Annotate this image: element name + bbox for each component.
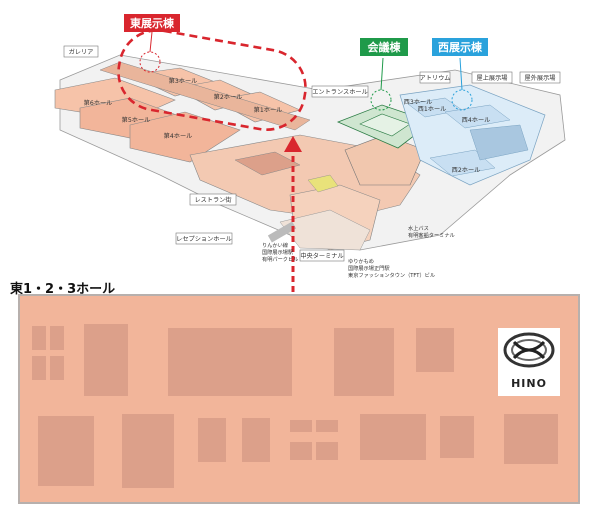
galleria-path	[99, 61, 311, 131]
label-rinkai-2: 国際展示場駅	[262, 248, 294, 256]
east-tag-label: 東展示棟	[130, 16, 175, 30]
label-west3: 西3ホール	[404, 99, 433, 106]
conference-tag-pointer	[380, 57, 384, 91]
label-hall4: 第4ホール	[164, 132, 193, 140]
conference-tag-label: 会議棟	[368, 40, 402, 54]
booth	[380, 444, 408, 460]
booth	[198, 418, 226, 462]
east-highlight-outline	[117, 29, 307, 131]
west-hall-4	[444, 104, 511, 129]
booth	[316, 420, 338, 432]
booth	[416, 328, 454, 372]
west-tag-pointer	[459, 57, 463, 91]
booth	[440, 416, 474, 458]
label-hall5: 第5ホール	[122, 116, 151, 124]
west-tag	[432, 38, 488, 56]
label-atrium: アトリウム	[420, 74, 451, 82]
west-dark-block	[469, 124, 529, 161]
booth	[316, 442, 338, 460]
label-rooftop: 屋上展示場	[477, 74, 508, 82]
booth	[504, 414, 558, 464]
hino-wordmark: HINO	[511, 377, 547, 390]
label-bus-1: 水上バス	[408, 224, 429, 232]
label-galleria: ガレリア	[69, 48, 94, 56]
ramp-stairs	[267, 221, 297, 243]
east-tag-pointer	[149, 31, 153, 53]
label-west1: 西1ホール	[418, 106, 447, 113]
label-central-terminal: 中央ターミナル	[300, 252, 343, 260]
booth	[50, 356, 64, 380]
east-marker-circle	[139, 51, 161, 73]
hino-emblem-icon	[503, 332, 555, 368]
hall-floor-plan: HINO	[18, 294, 580, 504]
west-tag-label: 西展示棟	[438, 40, 483, 54]
label-rinkai-1: りんかい線	[262, 241, 288, 249]
label-reception: レセプションホール	[176, 236, 232, 243]
label-yurikamome-1: ゆりかもめ	[348, 258, 374, 265]
label-yurikamome-2: 国際展示場正門駅	[348, 264, 390, 272]
booth	[38, 416, 94, 486]
highlight-arrow-head	[284, 136, 302, 152]
booth	[242, 418, 270, 462]
label-restaurant: レストラン街	[194, 196, 231, 204]
label-rinkai-3: 有明パークビル	[262, 255, 298, 263]
label-hall6: 第6ホール	[84, 99, 113, 107]
booth	[32, 326, 46, 350]
section-title: 東1・2・3ホール	[10, 282, 116, 297]
booth	[290, 442, 312, 460]
restaurant-block	[234, 151, 301, 176]
label-outdoor: 屋外展示場	[525, 74, 556, 82]
label-yurikamome-3: 東京ファッションタウン（TFT）ビル	[348, 271, 435, 279]
west-marker-circle	[451, 89, 473, 111]
conference-marker-circle	[370, 89, 392, 111]
label-entrance-hall: エントランスホール	[312, 89, 368, 96]
conference-tag	[360, 38, 408, 56]
label-bus-2: 有明客船ターミナル	[408, 231, 455, 239]
booth	[32, 356, 46, 380]
label-hall1: 第1ホール	[254, 106, 283, 114]
label-west2: 西2ホール	[452, 167, 481, 174]
booth	[122, 414, 174, 488]
booth	[334, 328, 394, 396]
label-west4: 西4ホール	[462, 117, 491, 124]
east-hall-4	[129, 111, 241, 163]
booth	[168, 328, 292, 396]
label-hall2: 第2ホール	[214, 93, 243, 101]
east-tag	[124, 14, 180, 32]
booth	[84, 324, 128, 396]
green-plaza	[307, 174, 339, 193]
booth	[290, 420, 312, 432]
booth	[50, 326, 64, 350]
hino-logo: HINO	[498, 328, 560, 396]
south-deck	[279, 209, 371, 251]
label-hall3: 第3ホール	[169, 77, 198, 85]
